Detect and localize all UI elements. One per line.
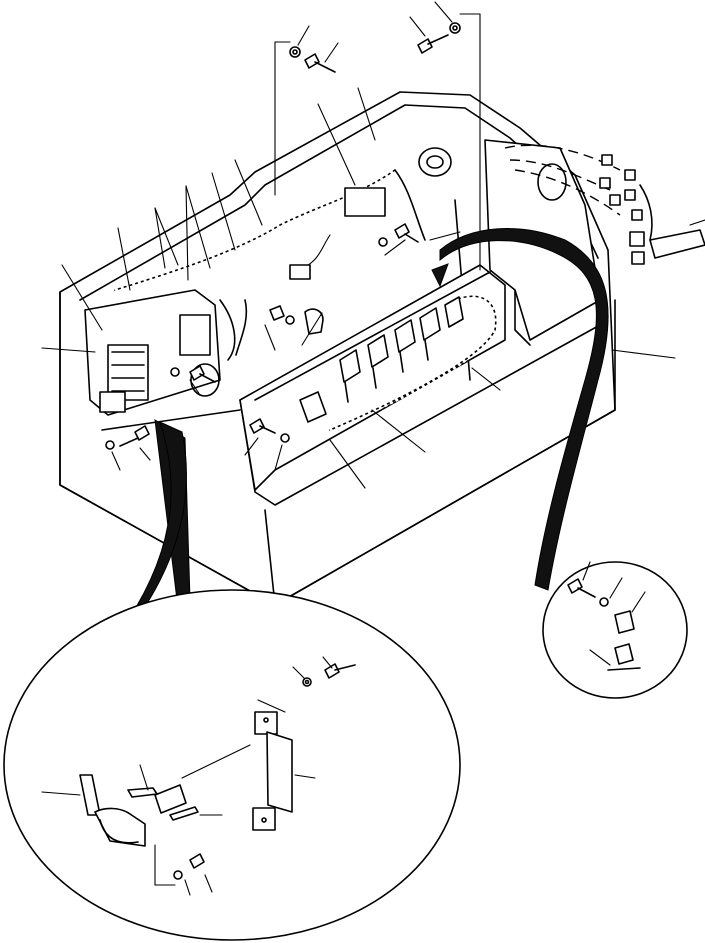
mount-parts: [269, 305, 324, 335]
bolt-harness-right: [378, 223, 419, 247]
magnify-band-right: [431, 228, 609, 591]
wiring-harness: [114, 147, 498, 432]
relay-connectors: [299, 296, 464, 423]
bolt-front-mid: [249, 418, 290, 443]
detail-circle-left: [3, 589, 461, 941]
bolt-top-left: [289, 46, 336, 73]
bolt-left-lower: [105, 425, 150, 450]
leader-lines: [41, 1, 705, 489]
bolt-front-left: [170, 365, 216, 383]
fuse-block: [99, 344, 149, 413]
detail-circle-right: [542, 561, 688, 699]
external-cable: [504, 144, 705, 265]
bolt-top-right: [417, 22, 461, 54]
